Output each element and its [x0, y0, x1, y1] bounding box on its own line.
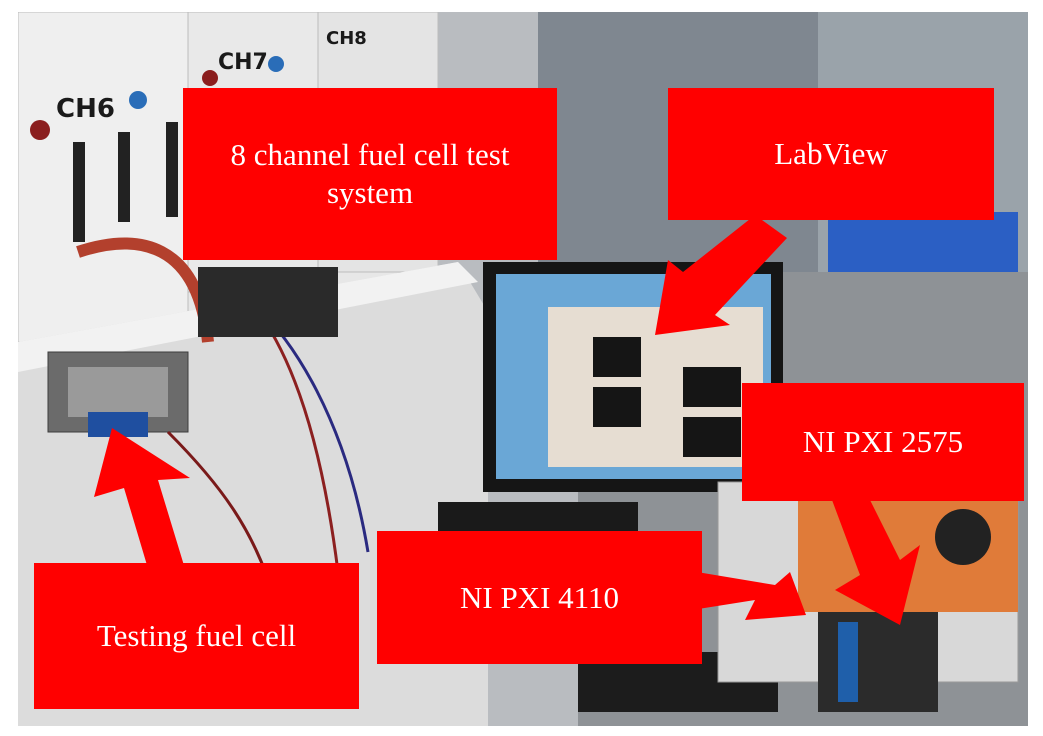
callout-labview: LabView	[668, 88, 994, 220]
arrow-pxi-2575	[832, 480, 920, 625]
channel-label-ch8: CH8	[326, 28, 367, 49]
channel-label-ch6: CH6	[56, 94, 115, 124]
callout-test-system: 8 channel fuel cell test system	[183, 88, 557, 260]
callout-pxi-2575: NI PXI 2575	[742, 383, 1024, 501]
arrow-testing-fuel-cell	[94, 428, 190, 582]
arrow-labview	[655, 215, 787, 335]
channel-label-ch7: CH7	[218, 50, 268, 75]
callout-pxi-4110: NI PXI 4110	[377, 531, 702, 664]
channel-labels: CH6 CH7 CH8	[56, 28, 367, 124]
callout-testing-fuel-cell: Testing fuel cell	[34, 563, 359, 709]
arrow-pxi-4110	[685, 570, 806, 620]
